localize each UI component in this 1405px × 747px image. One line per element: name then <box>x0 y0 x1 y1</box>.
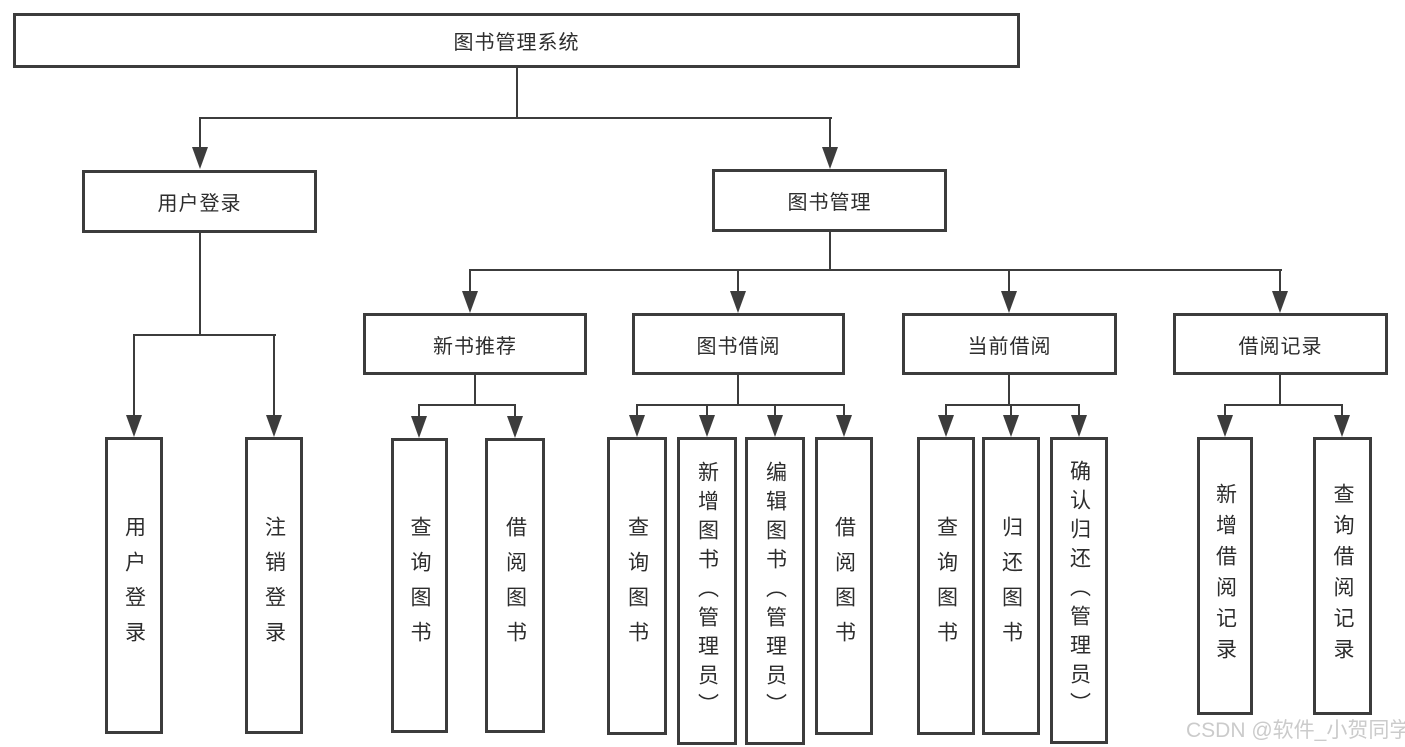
node-borrowing-records: 借阅记录 <box>1173 313 1388 375</box>
connector-line <box>737 269 739 295</box>
connector-line <box>1224 404 1226 417</box>
connector-line <box>199 233 201 336</box>
connector-line <box>1008 269 1010 295</box>
arrow-down-icon <box>1272 291 1288 313</box>
leaf-query-borrow-record: 查询借阅记录 <box>1313 437 1372 715</box>
connector-line <box>1279 269 1281 295</box>
leaf-borrow-borrow-books: 借阅图书 <box>815 437 873 735</box>
connector-line <box>945 404 947 417</box>
leaf-label: 编辑图书（管理员） <box>763 460 787 722</box>
connector-line <box>514 404 516 418</box>
connector-line <box>636 404 845 406</box>
leaf-label: 确认归还（管理员） <box>1067 460 1091 721</box>
node-current-borrowing: 当前借阅 <box>902 313 1117 375</box>
arrow-down-icon <box>699 415 715 437</box>
leaf-label: 用户登录 <box>122 515 146 656</box>
leaf-logout: 注销登录 <box>245 437 303 734</box>
arrow-down-icon <box>730 291 746 313</box>
connector-line <box>1279 375 1281 406</box>
node-book-borrowing: 图书借阅 <box>632 313 845 375</box>
leaf-return-books: 归还图书 <box>982 437 1040 735</box>
connector-line <box>474 375 476 406</box>
leaf-edit-book-admin: 编辑图书（管理员） <box>745 437 805 745</box>
connector-line <box>774 404 776 417</box>
connector-line <box>1008 375 1010 406</box>
leaf-label: 新增借阅记录 <box>1213 483 1237 669</box>
leaf-label: 查询图书 <box>934 516 958 656</box>
connector-line <box>1078 404 1080 417</box>
leaf-recommend-query-books: 查询图书 <box>391 438 448 733</box>
leaf-recommend-borrow-books: 借阅图书 <box>485 438 545 733</box>
connector-line <box>1010 404 1012 417</box>
connector-line <box>737 374 739 406</box>
node-library-system: 图书管理系统 <box>13 13 1020 68</box>
leaf-label: 借阅图书 <box>503 515 527 656</box>
arrow-down-icon <box>938 415 954 437</box>
leaf-user-login: 用户登录 <box>105 437 163 734</box>
arrow-down-icon <box>822 147 838 169</box>
connector-line <box>516 66 518 118</box>
arrow-down-icon <box>629 415 645 437</box>
arrow-down-icon <box>767 415 783 437</box>
arrow-down-icon <box>266 415 282 437</box>
node-book-management: 图书管理 <box>712 169 947 232</box>
leaf-current-query-books: 查询图书 <box>917 437 975 735</box>
node-label: 当前借阅 <box>967 335 1052 358</box>
leaf-label: 注销登录 <box>262 515 286 656</box>
arrow-down-icon <box>462 291 478 313</box>
arrow-down-icon <box>126 415 142 437</box>
leaf-label: 新增图书（管理员） <box>695 460 719 722</box>
leaf-borrow-query-books: 查询图书 <box>607 437 667 735</box>
leaf-label: 查询图书 <box>625 516 649 656</box>
leaf-add-borrow-record: 新增借阅记录 <box>1197 437 1253 715</box>
connector-line <box>829 117 831 151</box>
node-label: 新书推荐 <box>433 335 517 358</box>
connector-line <box>199 117 832 119</box>
leaf-label: 查询图书 <box>408 515 431 656</box>
leaf-label: 借阅图书 <box>832 516 856 656</box>
leaf-add-book-admin: 新增图书（管理员） <box>677 437 737 745</box>
arrow-down-icon <box>836 415 852 437</box>
arrow-down-icon <box>507 416 523 438</box>
connector-line <box>418 404 516 406</box>
node-label: 用户登录 <box>157 193 242 215</box>
node-label: 图书借阅 <box>696 335 781 358</box>
arrow-down-icon <box>1003 415 1019 437</box>
leaf-label: 查询借阅记录 <box>1331 483 1354 669</box>
connector-line <box>469 269 471 295</box>
node-label: 图书管理系统 <box>453 32 580 54</box>
arrow-down-icon <box>1071 415 1087 437</box>
connector-line <box>469 269 1282 271</box>
connector-line <box>636 404 638 417</box>
connector-line <box>273 334 275 419</box>
connector-line <box>418 404 420 418</box>
connector-line <box>829 232 831 271</box>
connector-line <box>843 404 845 417</box>
leaf-label: 归还图书 <box>999 516 1023 656</box>
arrow-down-icon <box>1217 415 1233 437</box>
node-label: 借阅记录 <box>1238 335 1323 358</box>
arrow-down-icon <box>1334 415 1350 437</box>
node-user-login: 用户登录 <box>82 170 317 233</box>
connector-line <box>706 404 708 417</box>
leaf-confirm-return-admin: 确认归还（管理员） <box>1050 437 1108 744</box>
connector-line <box>945 404 1080 406</box>
arrow-down-icon <box>192 147 208 169</box>
arrow-down-icon <box>1001 291 1017 313</box>
connector-line <box>199 117 201 151</box>
connector-line <box>133 334 276 336</box>
csdn-watermark: CSDN @软件_小贺同学 <box>1186 719 1405 742</box>
connector-line <box>1224 404 1343 406</box>
node-label: 图书管理 <box>787 192 872 214</box>
node-new-book-recommendation: 新书推荐 <box>363 313 587 375</box>
connector-line <box>1341 404 1343 417</box>
connector-line <box>133 334 135 419</box>
arrow-down-icon <box>411 416 427 438</box>
